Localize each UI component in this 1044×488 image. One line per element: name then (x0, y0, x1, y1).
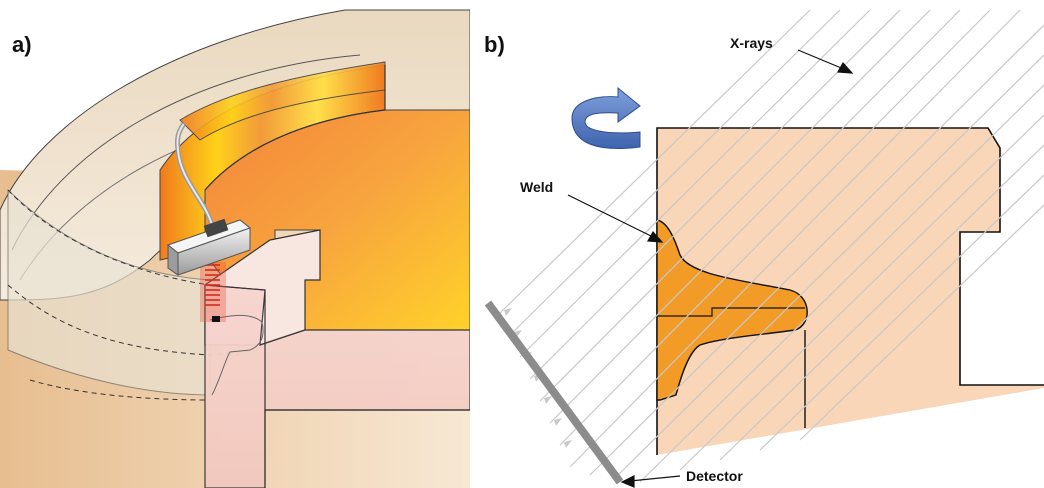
hidden-line-dashed (7, 284, 263, 356)
ultrasonic-sensor-icon (166, 218, 252, 276)
xray-beam-lines (499, 9, 1044, 483)
xray-arrowheads (504, 308, 572, 448)
defect-marker (212, 316, 220, 322)
weld-profile-outline (209, 314, 264, 396)
ultrasonic-beam (200, 262, 226, 322)
panel-b: b) X-rays Weld Detector (484, 9, 1044, 488)
part-outline (656, 127, 1044, 455)
xrays-label: X-rays (730, 35, 773, 51)
curved-rotation-arrow-icon (571, 86, 641, 149)
hidden-line-dashed (7, 189, 211, 286)
detector-plate (484, 300, 624, 485)
sensor-cable-highlight (176, 124, 213, 226)
panel-b-label: b) (484, 32, 505, 57)
cut-edge (204, 284, 266, 291)
ring-outline-arc (11, 54, 361, 251)
callout-leaders (567, 49, 854, 488)
cavity-rim (204, 65, 386, 191)
hidden-line-dashed (29, 379, 211, 401)
panel-a-label: a) (12, 32, 32, 57)
cut-section-front (204, 284, 470, 488)
detector-label: Detector (686, 468, 743, 484)
weld-label: Weld (520, 179, 553, 195)
weld-bead (656, 219, 808, 401)
beam-wavefronts (205, 264, 220, 306)
panel-a: a) (0, 9, 470, 488)
